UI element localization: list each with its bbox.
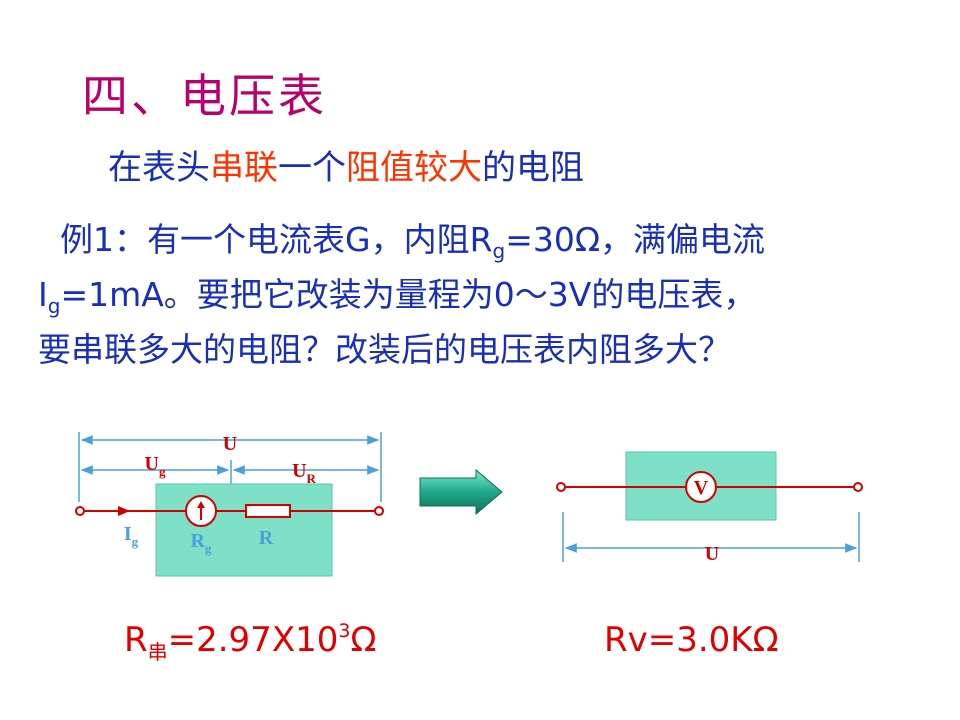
label-UR: UR bbox=[292, 460, 316, 486]
result-left-value: =2.97X10 bbox=[167, 620, 339, 660]
label-Ug: Ug bbox=[145, 453, 166, 479]
subtitle-highlight-large-resistance: 阻值较大 bbox=[346, 148, 482, 188]
problem-line-1a: 例1：有一个电流表G，内阻R bbox=[60, 220, 493, 259]
result-left-sub: 串 bbox=[147, 640, 168, 664]
rg-subscript: g bbox=[492, 239, 506, 263]
label-U: U bbox=[223, 433, 237, 455]
label-U-right: U bbox=[705, 543, 719, 565]
right-circuit: V U bbox=[556, 451, 863, 565]
result-left-r: R bbox=[124, 620, 148, 660]
current-arrow bbox=[118, 506, 130, 516]
terminal-right bbox=[374, 506, 384, 516]
subtitle-part3: 一个 bbox=[278, 148, 346, 188]
terminal-left bbox=[556, 482, 566, 492]
label-Rg: Rg bbox=[191, 530, 212, 556]
subtitle: 在表头串联一个阻值较大的电阻 bbox=[108, 140, 584, 189]
voltmeter-icon bbox=[685, 471, 717, 503]
example-problem: 例1：有一个电流表G，内阻Rg=30Ω，满偏电流 Ig=1mA。要把它改装为量程… bbox=[38, 212, 938, 377]
page-title: 四、电压表 bbox=[82, 69, 327, 123]
problem-line-2: Ig=1mA。要把它改装为量程为0～3V的电压表， bbox=[38, 267, 938, 322]
label-Ig: Ig bbox=[124, 523, 139, 549]
result-left-exponent: 3 bbox=[338, 620, 351, 642]
result-left-unit: Ω bbox=[350, 620, 377, 660]
terminal-right bbox=[853, 482, 863, 492]
transform-arrow-icon bbox=[419, 468, 503, 516]
problem-line-2a: I bbox=[38, 275, 48, 314]
circuit-diagram: U Ug UR Ig Rg R V U bbox=[75, 432, 863, 577]
label-R: R bbox=[259, 527, 274, 549]
label-V: V bbox=[694, 477, 709, 499]
left-circuit: U Ug UR Ig Rg R bbox=[75, 432, 384, 577]
problem-line-1b: =30Ω，满偏电流 bbox=[505, 220, 766, 259]
terminal-left bbox=[75, 506, 85, 516]
subtitle-part5: 的电阻 bbox=[482, 148, 584, 188]
result-voltmeter-resistance: Rv=3.0KΩ bbox=[604, 620, 779, 660]
problem-line-2b: =1mA。要把它改装为量程为0～3V的电压表， bbox=[60, 275, 757, 314]
problem-line-1: 例1：有一个电流表G，内阻Rg=30Ω，满偏电流 bbox=[38, 212, 938, 267]
subtitle-highlight-series: 串联 bbox=[210, 148, 278, 188]
ig-subscript: g bbox=[47, 294, 61, 318]
subtitle-part1: 在表头 bbox=[108, 148, 210, 188]
result-series-resistance: R串=2.97X103Ω bbox=[124, 620, 377, 662]
meter-box bbox=[155, 483, 333, 577]
problem-line-3: 要串联多大的电阻？改装后的电压表内阻多大？ bbox=[38, 330, 731, 369]
resistor-icon bbox=[245, 504, 291, 518]
